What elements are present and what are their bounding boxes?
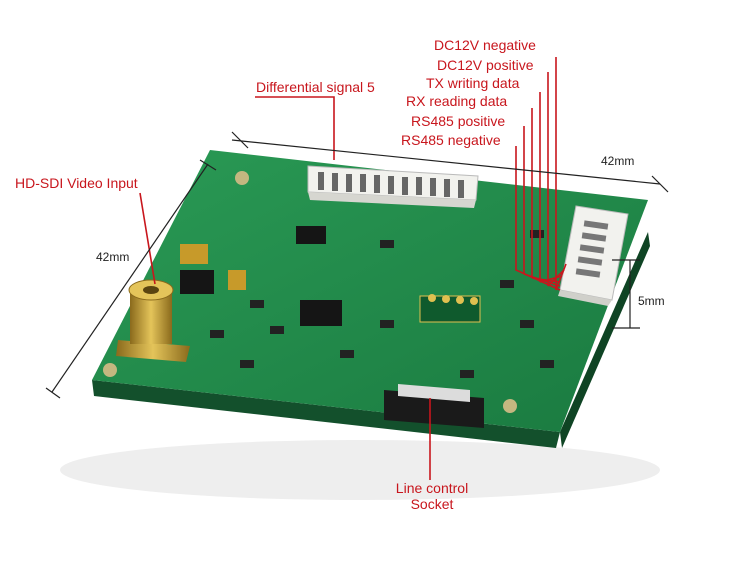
right-connector [558,205,629,306]
label-dc12v-negative: DC12V negative [434,37,536,53]
label-line-control-line1: Line control [395,480,469,496]
mount-hole [103,363,117,377]
label-hd-sdi-input: HD-SDI Video Input [15,175,138,191]
sma-connector [116,279,190,362]
top-connector [307,165,479,208]
pcb-edge [92,380,560,448]
label-tx-writing-data: TX writing data [426,75,520,91]
label-line-control-line2: Socket [410,496,454,512]
pcb-components [180,226,554,378]
label-rx-reading-data: RX reading data [406,93,508,109]
dimension-height-side: 5mm [638,294,665,308]
pcb-side-edge [560,232,650,448]
pcb-board [92,150,648,432]
label-differential-signal: Differential signal 5 [256,79,375,95]
mount-hole [503,399,517,413]
dimension-width-left: 42mm [96,250,130,264]
line-control-socket [384,384,484,428]
label-rs485-positive: RS485 positive [411,113,506,129]
label-line-control: Line control Socket [372,480,492,512]
label-dc12v-positive: DC12V positive [437,57,534,73]
label-rs485-negative: RS485 negative [401,132,501,148]
dimension-lines [45,131,669,399]
board-shadow [60,440,660,500]
mount-hole [235,171,249,185]
dimension-width-top: 42mm [601,154,635,168]
